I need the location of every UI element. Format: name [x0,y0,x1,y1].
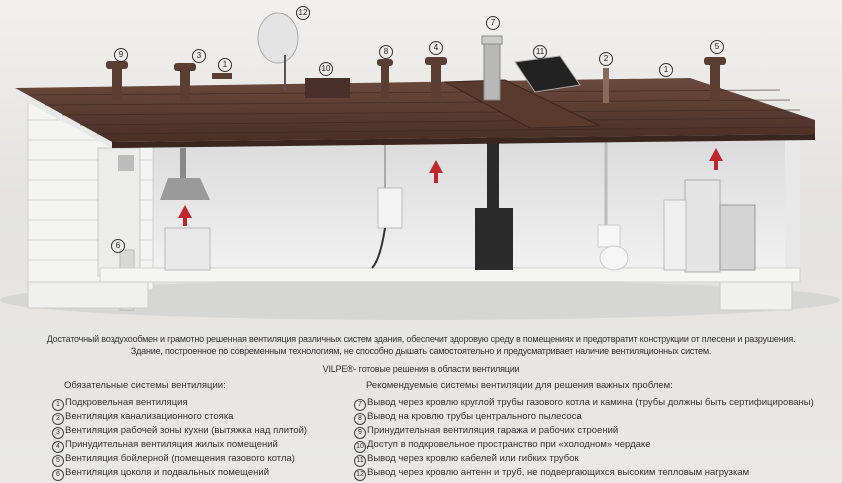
callout-11: 11 [533,45,547,59]
sewer-vent [603,68,609,103]
toilet [599,245,629,271]
roof [15,78,815,142]
item-text: Подкровельная вентиляция [65,397,188,408]
stove [164,227,211,271]
intro-line-1: Достаточный воздухообмен и грамотно реше… [46,334,796,344]
item-number: 12 [354,469,366,481]
roof-tiles [29,89,813,135]
item-number: 1 [52,399,64,411]
callout-7: 7 [486,16,500,30]
house-drawing [0,12,840,320]
item-number: 11 [354,455,366,467]
item-text: Вентиляция рабочей зоны кухни (вытяжка н… [65,425,308,436]
roof-fascia [12,88,112,148]
foundation-left [27,281,149,309]
boiler [684,179,721,273]
right-wall [785,130,800,280]
roof-vents [106,57,726,102]
item-number: 6 [52,469,64,481]
airflow-arrows [178,148,723,226]
intro-line-2: Здание, построенное по современным техно… [130,346,712,356]
central-vacuum [377,187,403,229]
intro-vilpe: VILPE®- готовые решения в области вентил… [322,364,520,374]
mandatory-title: Обязательные системы вентиляции: [64,380,226,391]
callout-6: 6 [111,239,125,253]
callout-2: 2 [599,52,613,66]
callout-4: 4 [429,41,443,55]
recommended-title: Рекомендуемые системы вентиляции для реш… [366,380,673,391]
item-text: Вывод через кровлю антенн и труб, не под… [367,467,750,478]
solar-panel [514,55,581,93]
callout-1b: 1 [659,63,673,77]
fireplace [475,208,513,270]
item-number: 9 [354,427,366,439]
vent-grille [118,155,134,171]
chimney-pipe [487,125,499,210]
item-text: Принудительная вентиляция гаража и рабоч… [367,425,619,436]
callout-12: 12 [296,6,310,20]
item-text: Принудительная вентиляция жилых помещени… [65,439,278,450]
item-text: Вывод через кровлю круглой трубы газовог… [367,397,814,408]
item-text: Вывод через кровлю кабелей или гибких тр… [367,453,579,464]
callout-3: 3 [192,49,206,63]
satellite-dish [257,12,299,64]
ground-shadow [0,280,840,320]
item-number: 3 [52,427,64,439]
item-text: Вывод на кровлю трубы центрального пылес… [367,411,582,422]
item-number: 2 [52,413,64,425]
callout-1: 1 [218,58,232,72]
item-text: Вентиляция цоколя и подвальных помещений [65,467,270,478]
item-number: 8 [354,413,366,425]
house-ventilation-illustration: 9 3 1 12 10 8 4 7 11 2 1 5 6 [0,6,840,320]
callout-10: 10 [319,62,333,76]
item-number: 4 [52,441,64,453]
callout-9: 9 [114,48,128,62]
item-text: Вентиляция бойлерной (помещения газового… [65,453,295,464]
item-number: 7 [354,399,366,411]
item-text: Вентиляция канализационного стояка [65,411,234,422]
callout-8: 8 [379,45,393,59]
item-number: 5 [52,455,64,467]
flue-pipe [483,39,501,101]
foundation-right [719,281,793,311]
callout-5: 5 [710,40,724,54]
floor-slab [99,267,801,283]
item-text: Доступ в подкровельное пространство при … [367,439,651,450]
item-number: 10 [354,441,366,453]
kitchen-hood [160,178,210,200]
